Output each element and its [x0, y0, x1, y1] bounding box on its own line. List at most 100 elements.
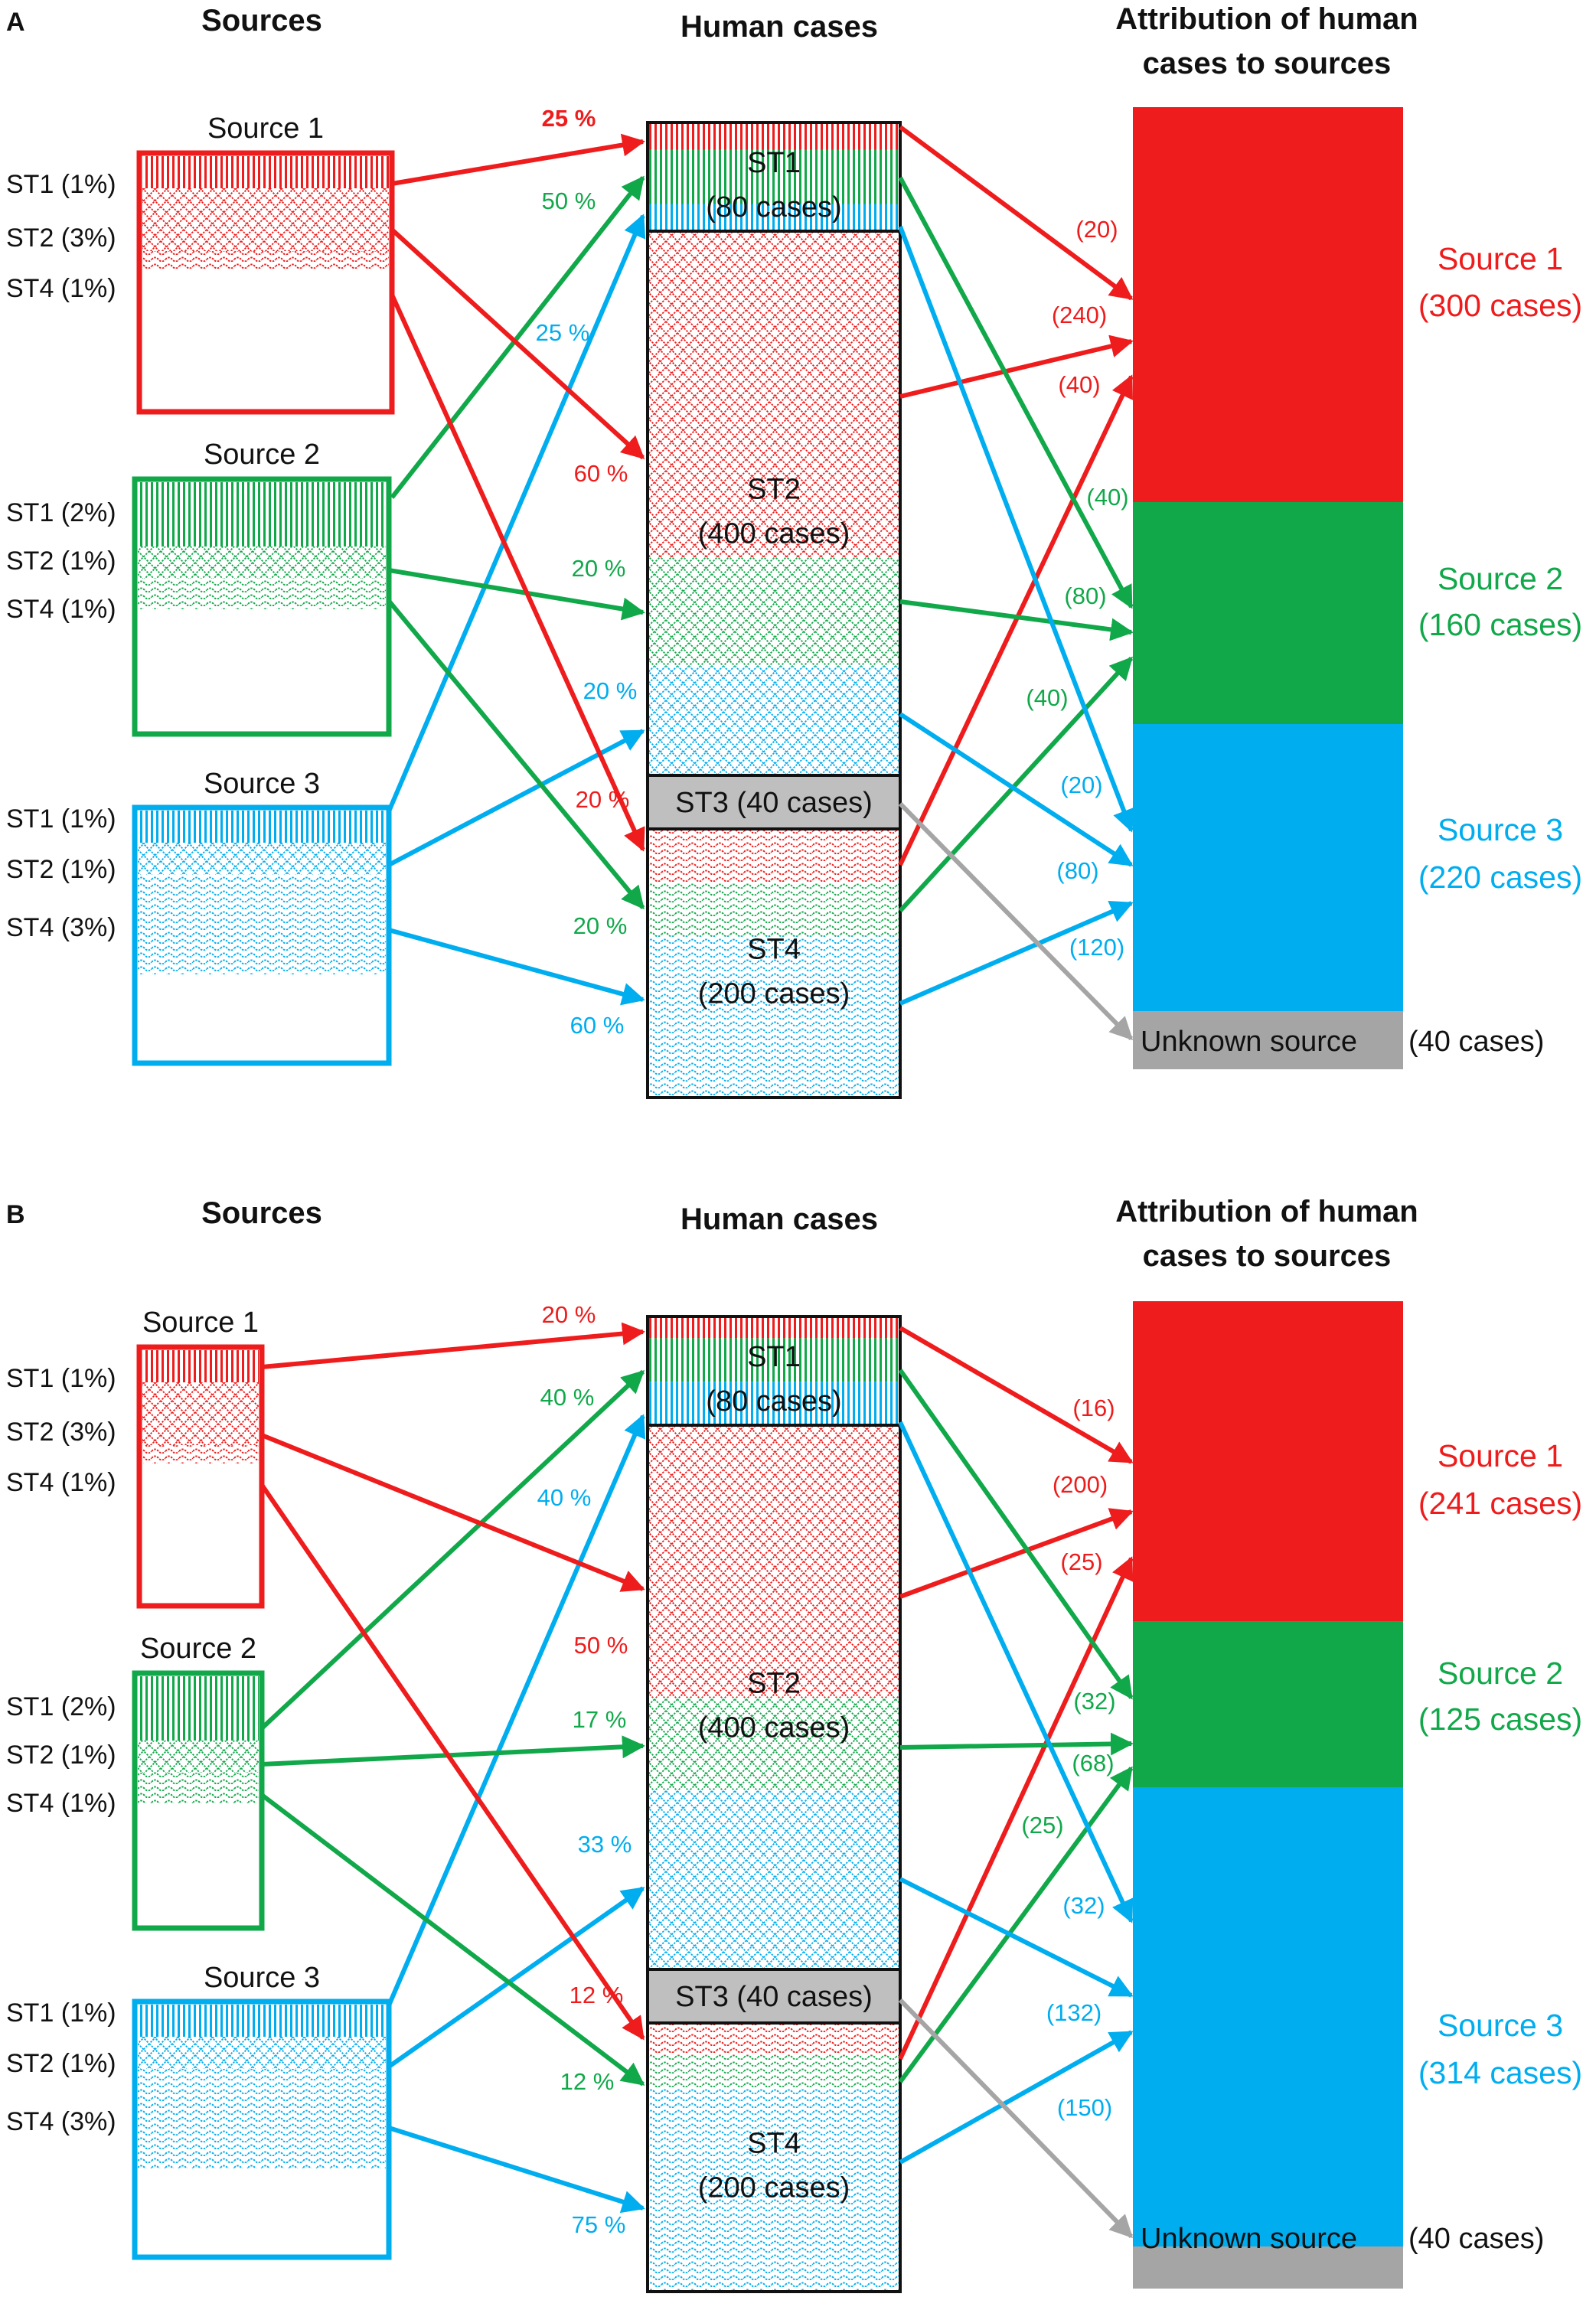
flow-count-label: (32) — [1062, 1892, 1105, 1919]
flow-arrows — [259, 1322, 1134, 2239]
attribution-source-3 — [1133, 724, 1403, 1011]
st2-label: ST2 — [747, 474, 801, 506]
source-to-st-arrow — [388, 568, 645, 621]
source-outline — [132, 804, 392, 1066]
st4-cases: (200 cases) — [698, 978, 850, 1010]
flow-labels: 20 %40 %40 %50 %17 %33 %12 %12 %75 %(16)… — [537, 1301, 1116, 2238]
flow-count-label: (40) — [1086, 484, 1128, 511]
st-share-label: ST4 (1%) — [6, 274, 116, 303]
flow-percent-label: 40 % — [537, 1484, 592, 1511]
attribution-source-cases: (241 cases) — [1418, 1486, 1582, 1521]
st-share-label: ST1 (1%) — [6, 1364, 116, 1393]
source-band-st2 — [142, 1382, 259, 1445]
attribution-source-2 — [1133, 502, 1403, 724]
st2-share-source-1 — [648, 231, 900, 558]
attribution-source-name: Source 3 — [1438, 2008, 1563, 2043]
st3-label: ST3 (40 cases) — [675, 787, 873, 819]
attribution-source-name: Source 2 — [1438, 1656, 1563, 1691]
source-title: Source 1 — [142, 1307, 259, 1339]
st-share-label: ST4 (3%) — [6, 913, 116, 942]
flow-count-label: (40) — [1058, 371, 1100, 398]
st-share-label: ST2 (1%) — [6, 1741, 116, 1770]
st-to-attribution-arrow — [899, 1326, 1134, 1464]
source-band-st2 — [142, 188, 389, 251]
attribution-bar: Source 1 (241 cases) Source 2 (125 cases) So… — [1133, 1301, 1582, 2289]
source-band-st2 — [138, 2037, 386, 2069]
source-band-st1 — [138, 1676, 259, 1741]
flow-count-label: (200) — [1053, 1471, 1108, 1498]
flow-count-label: (25) — [1021, 1812, 1063, 1839]
source-to-st-arrow — [390, 227, 645, 460]
st3-to-unknown-arrow — [898, 1998, 1134, 2239]
source-outline — [136, 1344, 265, 1609]
st-to-attribution-arrow — [899, 712, 1134, 867]
st-share-label: ST4 (1%) — [6, 1468, 116, 1497]
source-to-st-arrow — [261, 1735, 645, 1767]
source-to-st-arrow — [259, 1369, 645, 1731]
source-band-st1 — [138, 811, 386, 843]
st-share-label: ST4 (3%) — [6, 2107, 116, 2136]
source-to-st-arrow — [390, 175, 645, 499]
source-band-st1 — [138, 482, 386, 547]
sources-header: Sources — [201, 1196, 322, 1230]
st4-share-source-1 — [648, 829, 900, 883]
attribution-source-cases: (300 cases) — [1418, 288, 1582, 323]
panel-label: B — [6, 1200, 25, 1229]
attribution-source-1 — [1133, 1301, 1403, 1621]
source-title: Source 2 — [140, 1633, 256, 1665]
st2-share-source-2 — [648, 557, 900, 667]
flow-percent-label: 33 % — [578, 1831, 632, 1858]
st3-block — [646, 1968, 902, 2025]
st2-cases: (400 cases) — [698, 1712, 850, 1744]
flow-percent-label: 25 % — [542, 105, 596, 132]
flow-percent-label: 12 % — [570, 1982, 624, 2008]
flow-count-label: (120) — [1069, 934, 1124, 961]
unknown-source-label: Unknown source — [1141, 2223, 1357, 2255]
st2-share-source-3 — [648, 1790, 900, 1969]
source-band-st1 — [142, 156, 389, 188]
flow-percent-label: 60 % — [574, 460, 628, 487]
source-to-st-arrow — [260, 1793, 645, 2087]
st1-share-source-2 — [648, 149, 900, 204]
attribution-header-line1: Attribution of human — [1115, 1195, 1418, 1228]
human-cases-column: ST1(80 cases)ST2(400 cases)ST4(200 cases… — [646, 121, 902, 1099]
flow-percent-label: 20 % — [583, 677, 638, 704]
flow-percent-label: 40 % — [540, 1384, 595, 1411]
st1-label: ST1 — [747, 147, 801, 179]
source-to-st-arrow — [388, 2126, 645, 2214]
st1-share-source-1 — [648, 1317, 900, 1339]
source-title: Source 2 — [204, 439, 320, 471]
st-to-attribution-arrow — [899, 599, 1134, 641]
source-to-st-arrow — [390, 293, 645, 852]
st-share-label: ST2 (1%) — [6, 2049, 116, 2078]
source-to-st-arrow — [388, 928, 645, 1006]
st3-block — [646, 774, 902, 830]
source-band-st4 — [138, 579, 386, 609]
flow-count-label: (68) — [1072, 1750, 1114, 1777]
attribution-source-3 — [1133, 1787, 1403, 2246]
flow-count-label: (132) — [1046, 1999, 1102, 2026]
source-to-st-arrow — [261, 1322, 645, 1369]
flow-percent-label: 20 % — [572, 555, 626, 582]
attribution-source-name: Source 1 — [1438, 1438, 1563, 1473]
st1-share-source-1 — [648, 122, 900, 150]
attribution-header-line2: cases to sources — [1143, 1239, 1392, 1273]
st4-label: ST4 — [747, 2128, 801, 2160]
unknown-source-label: Unknown source — [1141, 1026, 1357, 1058]
st-to-attribution-arrow — [898, 176, 1134, 609]
st1-share-source-3 — [648, 1382, 900, 1425]
flow-percent-label: 50 % — [574, 1632, 628, 1659]
st-to-attribution-arrow — [899, 334, 1134, 399]
source-title: Source 1 — [207, 113, 324, 145]
flow-percent-label: 25 % — [536, 319, 590, 346]
source-to-st-arrow — [387, 1886, 645, 2069]
attribution-source-cases: (125 cases) — [1418, 1702, 1582, 1737]
